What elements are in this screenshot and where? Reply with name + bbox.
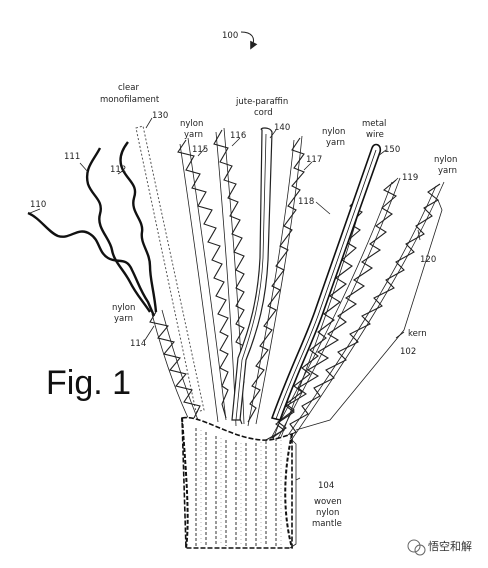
nylon-yarn-117 — [247, 137, 305, 423]
label-nylon-115: nylon — [180, 119, 203, 129]
label-110: 110 — [30, 200, 46, 210]
label-yarn-114: yarn — [114, 314, 133, 324]
label-metal: metal — [362, 119, 386, 129]
nylon-yarn-115 — [177, 139, 229, 419]
wavy-fiber-111 — [85, 147, 151, 313]
label-104: 104 — [318, 481, 334, 491]
leader-lines — [144, 117, 443, 549]
label-nylon-117: nylon — [322, 127, 345, 137]
watermark: 悟空和解 — [407, 539, 472, 556]
leader-111 — [79, 162, 89, 173]
wavy-fiber-112 — [119, 141, 158, 313]
label-120: 120 — [420, 255, 436, 265]
label-jute-paraffin: jute-paraffin — [235, 97, 288, 107]
label-150: 150 — [384, 145, 400, 155]
label-115: 115 — [192, 145, 208, 155]
label-wire: wire — [366, 130, 384, 140]
nylon-yarn-119 — [265, 179, 397, 441]
label-112: 112 — [110, 165, 126, 175]
metal-wire-150 — [270, 143, 382, 421]
label-yarn-right: yarn — [438, 166, 457, 176]
wavy-fiber-110 — [27, 211, 156, 317]
label-114: 114 — [130, 339, 146, 349]
label-118: 118 — [298, 197, 314, 207]
leader-110 — [29, 208, 41, 214]
label-cord: cord — [254, 108, 273, 118]
figure-ref-arrow — [240, 31, 258, 50]
label-woven: woven — [314, 497, 342, 507]
label-102: 102 — [400, 347, 416, 357]
label-nylon-right: nylon — [434, 155, 457, 165]
label-mantle: mantle — [312, 519, 342, 529]
leader-112 — [117, 169, 125, 175]
label-119: 119 — [402, 173, 418, 183]
nylon-yarn-120 — [279, 183, 441, 441]
jute-paraffin-cord-140 — [231, 127, 273, 421]
woven-nylon-mantle — [181, 416, 293, 549]
label-111: 111 — [64, 152, 80, 162]
nylon-yarn-114 — [149, 311, 201, 419]
kern-bracket — [295, 199, 443, 431]
label-nylon-114: nylon — [112, 303, 135, 313]
label-nylon-mantle: nylon — [316, 508, 339, 518]
label-clear: clear — [118, 83, 139, 93]
label-monofilament: monofilament — [100, 95, 160, 105]
nylon-yarn-strands — [149, 127, 445, 445]
nylon-yarn-118 — [271, 195, 363, 439]
label-yarn-115: yarn — [184, 130, 203, 140]
figure-ref-label: 100 — [222, 31, 238, 41]
clear-monofilament-130 — [135, 125, 205, 413]
label-130: 130 — [152, 111, 168, 121]
label-117: 117 — [306, 155, 322, 165]
label-yarn-117: yarn — [326, 138, 345, 148]
watermark-text: 悟空和解 — [428, 539, 472, 553]
label-116: 116 — [230, 131, 246, 141]
figure-title: Fig. 1 — [46, 364, 131, 402]
label-140: 140 — [274, 123, 290, 133]
mantle-bracket — [289, 437, 297, 549]
label-kern: kern — [408, 329, 427, 339]
wechat-icon — [407, 539, 421, 553]
